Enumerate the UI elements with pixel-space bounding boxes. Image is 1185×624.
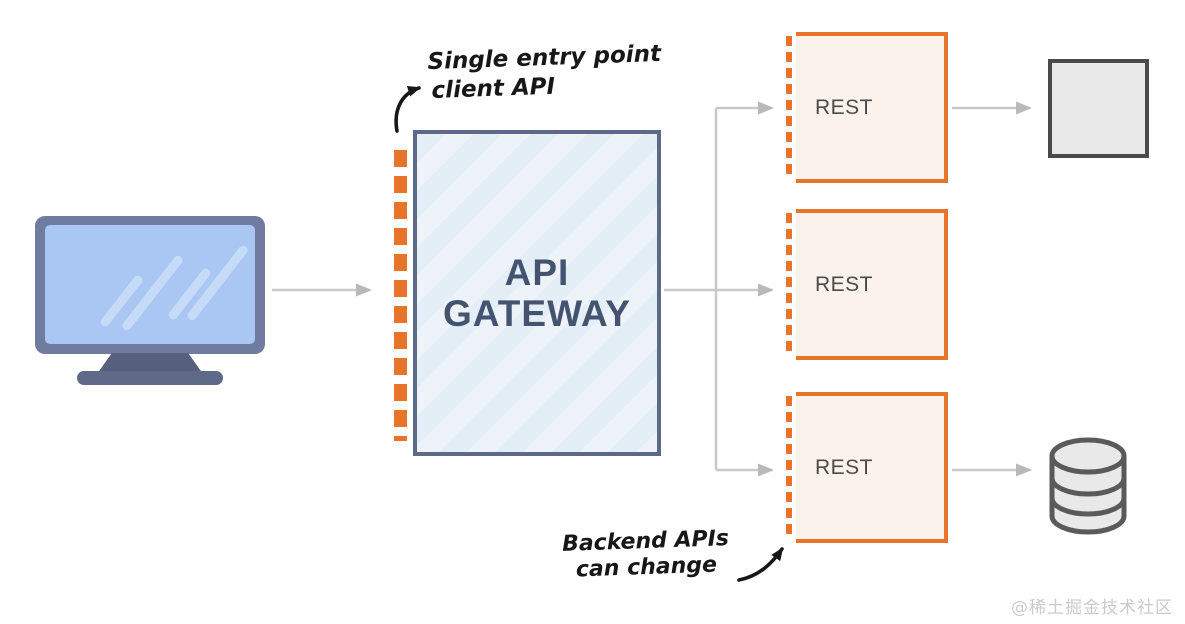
rest-dashed-edge <box>786 396 792 539</box>
entry-annotation-arrow <box>394 86 421 133</box>
monitor-stand-neck <box>97 353 203 374</box>
rest-service-box-1: REST <box>786 32 948 183</box>
rest-service-box-2: REST <box>786 209 948 360</box>
backend-square-node <box>1048 59 1149 158</box>
rest-dashed-edge <box>786 213 792 356</box>
rest-label: REST <box>815 455 874 479</box>
backend-annotation-arrow <box>737 547 784 582</box>
client-computer-icon <box>35 216 265 392</box>
rest-label: REST <box>815 272 874 296</box>
screen-shine <box>98 273 145 329</box>
monitor-stand-base <box>77 371 223 385</box>
entry-annotation: Single entry point client API <box>427 40 662 106</box>
rest-service-box-3: REST <box>786 392 948 543</box>
rest-label: REST <box>815 95 874 119</box>
gateway-label-line2: GATEWAY <box>443 293 631 334</box>
monitor-screen <box>45 225 255 344</box>
api-gateway-box: API GATEWAY <box>413 130 661 456</box>
gateway-entry-dashed-line <box>394 150 407 441</box>
watermark: @稀土掘金技术社区 <box>1011 598 1173 618</box>
rest-dashed-edge <box>786 36 792 179</box>
database-cylinder-icon <box>1049 437 1127 535</box>
gateway-label-line1: API <box>504 251 570 293</box>
backend-annotation: Backend APIs can change <box>555 526 737 585</box>
backend-annotation-line2: can change <box>575 552 718 583</box>
